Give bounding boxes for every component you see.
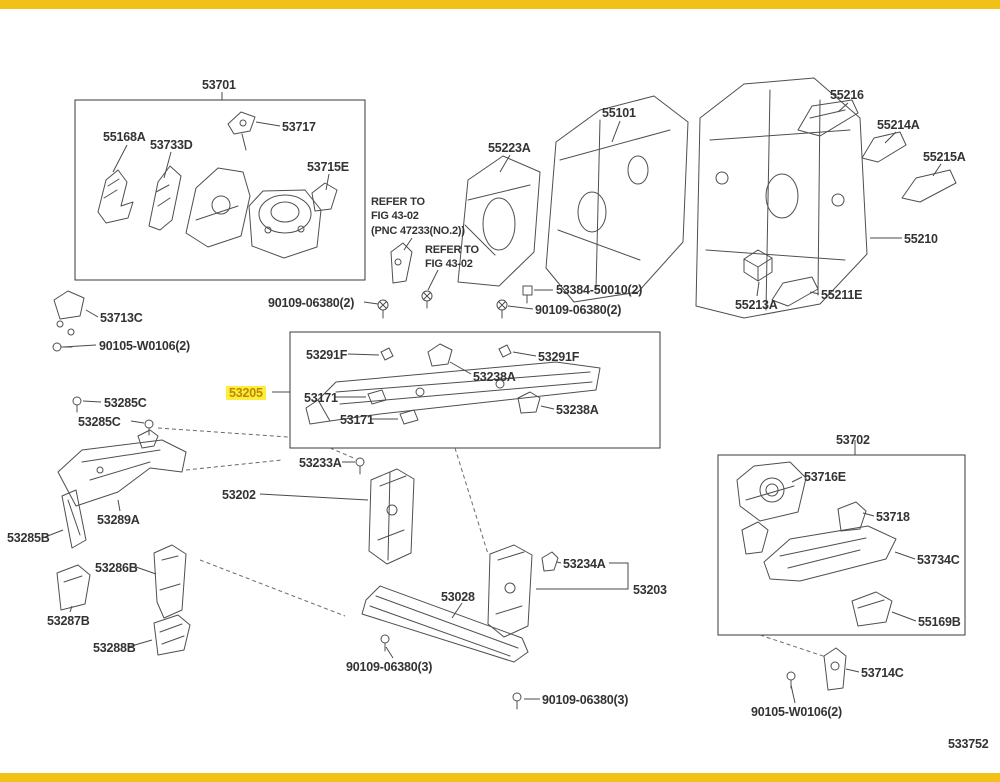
screw-icon	[496, 299, 508, 319]
part-label-53384-50010: 53384-50010(2)	[556, 283, 643, 297]
part-label-55215a: 55215A	[923, 150, 966, 164]
part-label-55223a: 55223A	[488, 141, 531, 155]
part-label-90109-06380-2-left: 90109-06380(2)	[268, 296, 355, 310]
bolt-icon	[355, 457, 365, 475]
part-label-55214a: 55214A	[877, 118, 920, 132]
screw-icon	[377, 299, 389, 319]
note-refer-fig-43-02: REFER TO FIG 43-02	[425, 244, 479, 271]
part-label-53289a: 53289A	[97, 513, 140, 527]
bolt-icon	[144, 419, 154, 436]
figure-code: 533752	[948, 737, 989, 751]
bottom-border-bar	[0, 773, 1000, 782]
dashed-relation-lines	[157, 427, 827, 658]
screw-icon	[421, 290, 433, 309]
bolt-icon	[380, 634, 390, 652]
part-label-53202: 53202	[222, 488, 256, 502]
part-label-53733d: 53733D	[150, 138, 193, 152]
part-label-53713c: 53713C	[100, 311, 143, 325]
part-label-90105-w0106-left: 90105-W0106(2)	[99, 339, 191, 353]
part-label-53028: 53028	[441, 590, 475, 604]
fasteners-top	[377, 285, 533, 319]
part-label-53717: 53717	[282, 120, 316, 134]
bolt-icon	[72, 396, 82, 413]
part-label-55101: 55101	[602, 106, 636, 120]
part-sketch-radiator-support-lower	[355, 457, 559, 710]
part-label-55168a: 55168A	[103, 130, 146, 144]
part-sketch-apron-assembly-53701	[97, 111, 338, 259]
part-label-53238a-bottom: 53238A	[556, 403, 599, 417]
part-label-53716e: 53716E	[804, 470, 846, 484]
part-label-53286b: 53286B	[95, 561, 138, 575]
part-label-55211e: 55211E	[821, 288, 863, 302]
part-label-53734c: 53734C	[917, 553, 960, 567]
nut-icon	[522, 285, 533, 304]
part-label-53287b: 53287B	[47, 614, 90, 628]
part-label-90109-06380-2-right: 90109-06380(2)	[535, 303, 622, 317]
part-label-53171-upper: 53171	[304, 391, 338, 405]
note-refer-fig-43-02-pnc: REFER TO FIG 43-02 (PNC 47233(NO.2))	[371, 196, 465, 237]
part-label-53285b: 53285B	[7, 531, 50, 545]
frame-53702	[717, 454, 966, 636]
part-sketch-cowl-brackets	[743, 99, 957, 307]
bolt-icon	[512, 692, 522, 710]
top-border-bar	[0, 0, 1000, 9]
part-sketch-dash-panels	[457, 77, 868, 319]
part-label-55213a: 55213A	[735, 298, 778, 312]
part-label-53238a-top: 53238A	[473, 370, 516, 384]
part-label-55169b: 55169B	[918, 615, 961, 629]
part-label-53715e: 53715E	[307, 160, 349, 174]
part-sketch-refer-bracket	[390, 242, 433, 309]
frame-53205	[289, 331, 661, 449]
part-label-53171-lower: 53171	[340, 413, 374, 427]
part-label-55216: 55216	[830, 88, 864, 102]
part-sketch-left-brackets	[52, 290, 191, 656]
part-label-53205-highlighted: 53205	[226, 386, 266, 400]
part-label-55210: 55210	[904, 232, 938, 246]
part-label-53288b: 53288B	[93, 641, 136, 655]
part-label-53718: 53718	[876, 510, 910, 524]
part-label-53285c-lower: 53285C	[78, 415, 121, 429]
part-label-53702: 53702	[836, 433, 870, 447]
part-label-53234a: 53234A	[563, 557, 606, 571]
part-label-53285c-upper: 53285C	[104, 396, 147, 410]
part-label-53714c: 53714C	[861, 666, 904, 680]
part-sketch-radiator-support-upper-53205	[305, 343, 601, 425]
part-label-53203: 53203	[633, 583, 667, 597]
part-label-53291f-left: 53291F	[306, 348, 348, 362]
part-label-53291f-right: 53291F	[538, 350, 580, 364]
part-label-90109-06380-3-right: 90109-06380(3)	[542, 693, 629, 707]
part-label-90109-06380-3-left: 90109-06380(3)	[346, 660, 433, 674]
leader-lines	[44, 92, 942, 704]
part-label-53233a: 53233A	[299, 456, 342, 470]
part-label-53701: 53701	[202, 78, 236, 92]
part-sketch-apron-assembly-53702	[736, 461, 897, 627]
part-label-90105-w0106-right: 90105-W0106(2)	[751, 705, 843, 719]
frame-53701	[74, 99, 366, 281]
